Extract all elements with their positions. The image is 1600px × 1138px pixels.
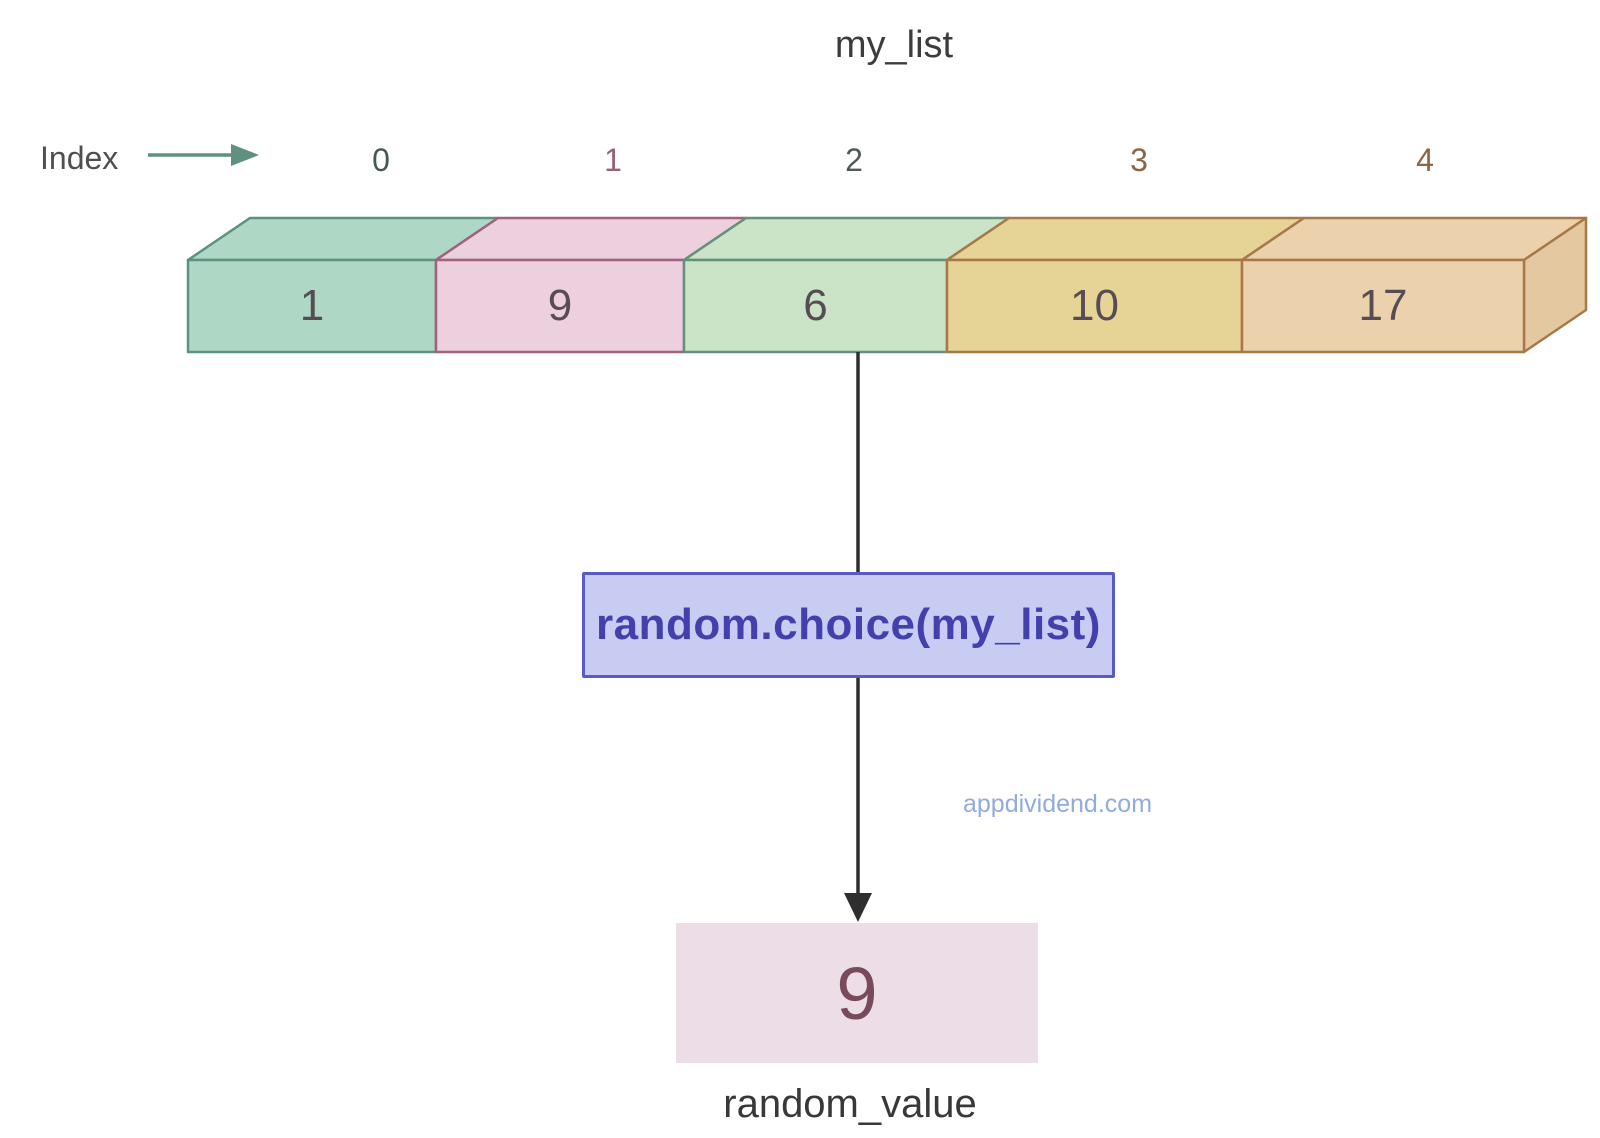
index-row-label: Index [40, 140, 119, 176]
index-number-2: 2 [845, 142, 863, 178]
function-box: random.choice(my_list) [582, 572, 1115, 678]
array-cell-value-1: 9 [547, 281, 573, 330]
index-number-3: 3 [1130, 142, 1148, 178]
result-label: random_value [723, 1082, 977, 1126]
array-cell-value-0: 1 [299, 281, 325, 330]
index-number-1: 1 [604, 142, 622, 178]
function-box-label: random.choice(my_list) [596, 600, 1101, 649]
array-cell-value-2: 6 [803, 281, 828, 330]
index-number-0: 0 [372, 142, 390, 178]
result-box: 9 [676, 923, 1038, 1063]
watermark-text: appdividend.com [963, 790, 1153, 818]
result-value: 9 [836, 951, 878, 1035]
array-3d-boxes [186, 216, 1588, 354]
diagram-title: my_list [834, 24, 954, 66]
index-arrow-icon [148, 144, 259, 166]
array-cell-front-face-4 [1240, 258, 1526, 354]
flow-arrow-head [844, 893, 872, 922]
index-number-4: 4 [1416, 142, 1434, 178]
array-cell-value-3: 10 [1070, 281, 1119, 330]
array-cell-value-4: 17 [1358, 281, 1408, 330]
index-arrow-head [231, 144, 259, 166]
